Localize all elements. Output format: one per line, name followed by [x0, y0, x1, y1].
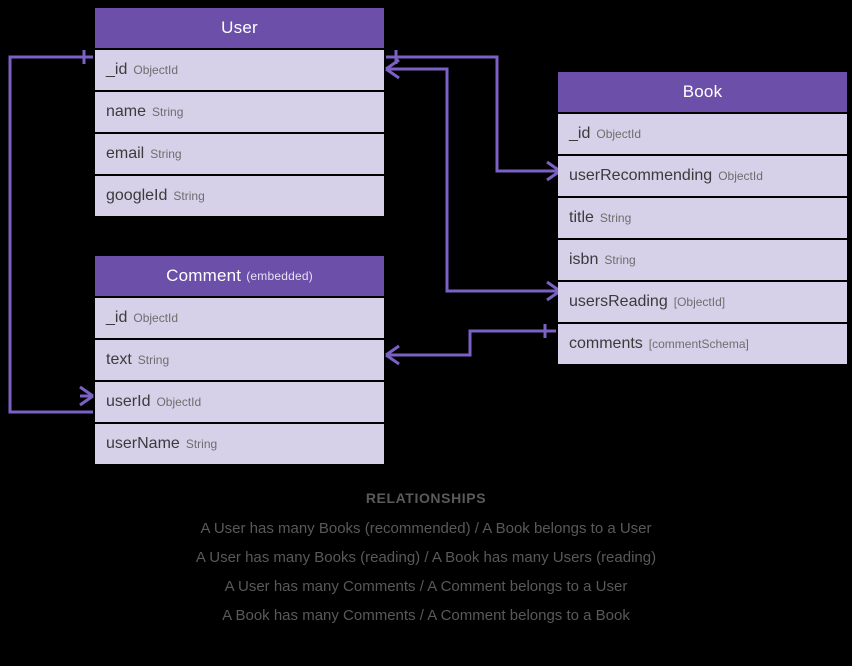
field-type: String: [604, 253, 636, 267]
field-book-comments[interactable]: comments [commentSchema]: [558, 324, 847, 364]
field-name: email: [106, 145, 145, 162]
field-type: String: [185, 437, 218, 451]
entity-comment[interactable]: Comment (embedded) _id ObjectId text Str…: [95, 256, 384, 464]
connector-user-recommends-books: [386, 50, 561, 182]
field-type: String: [150, 147, 182, 161]
field-type: [commentSchema]: [648, 337, 749, 351]
field-book-usersreading[interactable]: usersReading [ObjectId]: [558, 282, 847, 322]
relationship-description: A Book has many Comments / A Comment bel…: [222, 607, 630, 624]
field-user-googleid[interactable]: googleId String: [95, 176, 384, 216]
field-type: ObjectId: [718, 169, 763, 183]
entity-book-title: Book: [682, 82, 723, 101]
connector-user-has-comments: [8, 55, 93, 414]
field-name: userId: [106, 393, 151, 410]
field-comment-userid[interactable]: userId ObjectId: [95, 382, 384, 422]
relationship-description: A User has many Books (reading) / A Book…: [195, 549, 657, 566]
field-book-isbn[interactable]: isbn String: [558, 240, 847, 280]
field-type: String: [152, 105, 184, 119]
field-name: title: [569, 209, 594, 226]
entity-user-title: User: [221, 18, 258, 37]
field-name: usersReading: [569, 293, 668, 310]
field-type: ObjectId: [596, 127, 642, 141]
field-comment-text[interactable]: text String: [95, 340, 384, 380]
field-name: userName: [106, 435, 180, 452]
field-user-name[interactable]: name String: [95, 92, 384, 132]
field-type: String: [173, 189, 205, 203]
field-type: [ObjectId]: [673, 295, 726, 309]
field-user-id[interactable]: _id ObjectId: [95, 50, 384, 90]
entity-book[interactable]: Book _id ObjectId userRecommending Objec…: [558, 72, 847, 364]
field-type: ObjectId: [156, 395, 202, 409]
field-comment-username[interactable]: userName String: [95, 424, 384, 464]
field-book-id[interactable]: _id ObjectId: [558, 114, 847, 154]
field-type: String: [137, 353, 170, 367]
relationship-description: A User has many Comments / A Comment bel…: [224, 578, 628, 595]
connector-user-has-comments-foot: [79, 50, 94, 407]
field-type: ObjectId: [133, 311, 179, 325]
entity-book-header: Book: [558, 72, 847, 112]
entity-comment-header: Comment (embedded): [95, 256, 384, 296]
entity-comment-note: (embedded): [246, 269, 313, 283]
field-type: ObjectId: [133, 63, 179, 77]
field-name: text: [106, 351, 132, 368]
field-name: _id: [106, 309, 128, 326]
field-name: comments: [569, 335, 643, 352]
field-name: userRecommending: [569, 167, 713, 184]
connector-book-has-comments: [385, 324, 556, 366]
field-book-userrecommending[interactable]: userRecommending ObjectId: [558, 156, 847, 196]
field-user-email[interactable]: email String: [95, 134, 384, 174]
field-book-title[interactable]: title String: [558, 198, 847, 238]
relationships-legend: RELATIONSHIPS A User has many Books (rec…: [0, 490, 852, 636]
entity-user[interactable]: User _id ObjectId name String email Stri…: [95, 8, 384, 216]
field-name: _id: [569, 125, 591, 142]
field-name: isbn: [569, 251, 599, 268]
relationships-legend-title: RELATIONSHIPS: [365, 490, 487, 506]
connector-user-reading-books: [385, 58, 561, 302]
field-name: _id: [106, 61, 128, 78]
relationship-description: A User has many Books (recommended) / A …: [200, 520, 652, 537]
field-name: name: [106, 103, 147, 120]
field-type: String: [599, 211, 632, 225]
field-comment-id[interactable]: _id ObjectId: [95, 298, 384, 338]
entity-comment-title: Comment: [166, 266, 242, 285]
field-name: googleId: [106, 187, 168, 204]
entity-user-header: User: [95, 8, 384, 48]
